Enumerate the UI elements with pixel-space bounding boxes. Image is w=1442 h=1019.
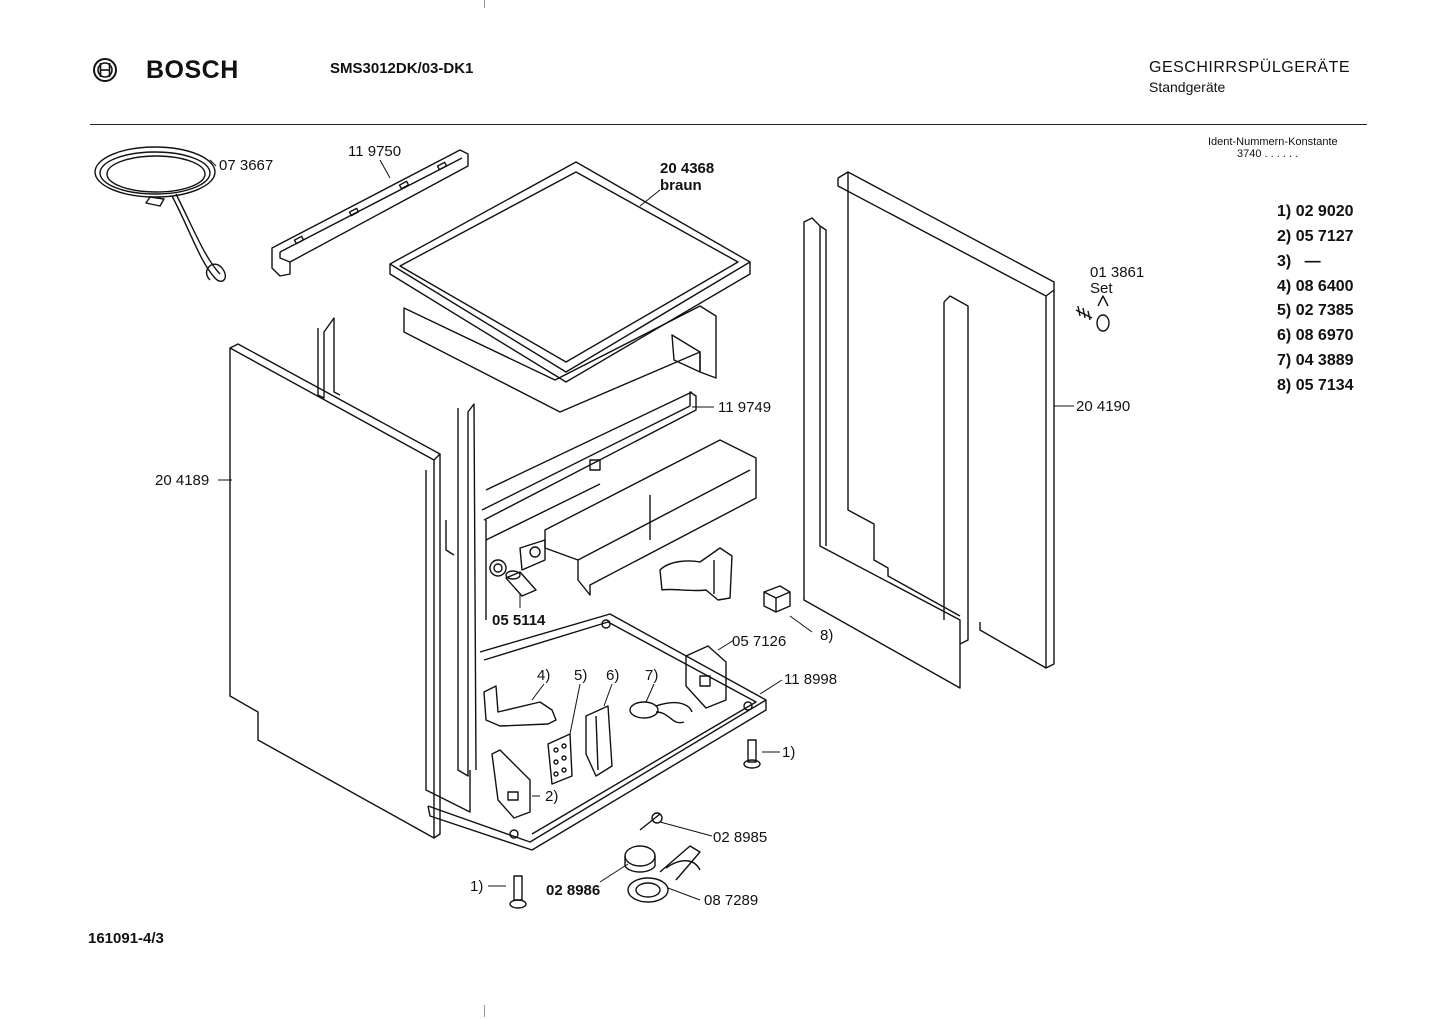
part-4-clamp bbox=[483, 685, 557, 727]
label-base: 11 8998 bbox=[784, 671, 837, 688]
callout-6: 6) bbox=[606, 667, 619, 684]
category-title: GESCHIRRSPÜLGERÄTE bbox=[1149, 59, 1351, 76]
part-6-holder bbox=[585, 705, 613, 777]
float-arm-part bbox=[627, 845, 701, 903]
left-side-panel-part bbox=[229, 343, 441, 839]
valve-part bbox=[639, 812, 663, 831]
legend-item: 2) 05 7127 bbox=[1277, 228, 1354, 245]
label-screw-set-number: 01 3861 bbox=[1090, 264, 1144, 281]
legend-item: 6) 08 6970 bbox=[1277, 327, 1354, 344]
power-cable-icon bbox=[94, 146, 226, 282]
float-disc-part bbox=[624, 845, 656, 873]
label-worktop-color: braun bbox=[660, 177, 702, 194]
label-screw-set-word: Set bbox=[1090, 280, 1113, 297]
callout-7: 7) bbox=[645, 667, 658, 684]
worktop-part bbox=[389, 161, 751, 383]
label-rail-top: 11 9750 bbox=[348, 143, 401, 160]
callout-1-upper: 1) bbox=[782, 744, 795, 761]
callout-1-lower: 1) bbox=[470, 878, 483, 895]
label-side-left: 20 4189 bbox=[155, 472, 209, 489]
relay-part bbox=[763, 585, 791, 613]
capacitor-part bbox=[489, 559, 537, 597]
callout-8: 8) bbox=[820, 627, 833, 644]
rear-frame-part bbox=[481, 391, 697, 620]
callout-5: 5) bbox=[574, 667, 587, 684]
top-rail-part bbox=[271, 149, 469, 277]
legend-item: 4) 08 6400 bbox=[1277, 278, 1354, 295]
legend-item: 1) 02 9020 bbox=[1277, 203, 1354, 220]
control-compartment-part bbox=[519, 439, 757, 596]
label-valve: 02 8985 bbox=[713, 829, 767, 846]
label-worktop: 20 4368 bbox=[660, 160, 714, 177]
part-2-bracket bbox=[491, 749, 531, 819]
callout-4: 4) bbox=[537, 667, 550, 684]
leader-lines bbox=[209, 159, 1074, 901]
subcategory-title: Standgeräte bbox=[1149, 79, 1226, 95]
brand-name: BOSCH bbox=[146, 56, 239, 84]
bottom-tick bbox=[484, 1005, 485, 1017]
legend-item: 3) — bbox=[1277, 253, 1321, 270]
model-number: SMS3012DK/03-DK1 bbox=[330, 60, 474, 77]
right-side-panel-part bbox=[837, 171, 1055, 669]
label-cable: 07 3667 bbox=[219, 157, 273, 174]
base-tray-part bbox=[427, 613, 767, 851]
screw-set-part bbox=[1075, 295, 1110, 332]
parts-legend: 1) 02 9020 2) 05 7127 3) — 4) 08 6400 5)… bbox=[1277, 203, 1387, 403]
ident-label: Ident-Nummern-Konstante bbox=[1208, 136, 1338, 148]
legend-item: 7) 04 3889 bbox=[1277, 352, 1354, 369]
label-float-arm: 08 7289 bbox=[704, 892, 758, 909]
top-tick bbox=[484, 0, 485, 8]
drain-hose-part bbox=[659, 547, 733, 601]
worktop-underlay-part bbox=[403, 305, 717, 413]
part-5-terminal-block bbox=[547, 733, 573, 785]
legend-item: 8) 05 7134 bbox=[1277, 377, 1354, 394]
right-front-frame-part bbox=[803, 217, 969, 689]
bracket-part bbox=[685, 645, 727, 709]
legend-item: 5) 02 7385 bbox=[1277, 302, 1354, 319]
doc-number: 161091-4/3 bbox=[88, 930, 164, 947]
header-divider bbox=[90, 124, 1367, 125]
label-rail-back: 11 9749 bbox=[718, 399, 771, 416]
label-side-right: 20 4190 bbox=[1076, 398, 1130, 415]
ident-value: 3740 . . . . . . bbox=[1237, 148, 1299, 160]
adjustable-foot-icon bbox=[743, 739, 761, 769]
label-bracket: 05 7126 bbox=[732, 633, 786, 650]
bosch-logo-icon bbox=[93, 58, 117, 82]
callout-2: 2) bbox=[545, 788, 558, 805]
adjustable-foot-icon bbox=[509, 875, 527, 909]
left-frame-strips-part bbox=[317, 317, 477, 813]
part-7-capacitor bbox=[629, 701, 693, 724]
label-capacitor: 05 5114 bbox=[492, 612, 546, 629]
label-float-disc: 02 8986 bbox=[546, 882, 600, 899]
